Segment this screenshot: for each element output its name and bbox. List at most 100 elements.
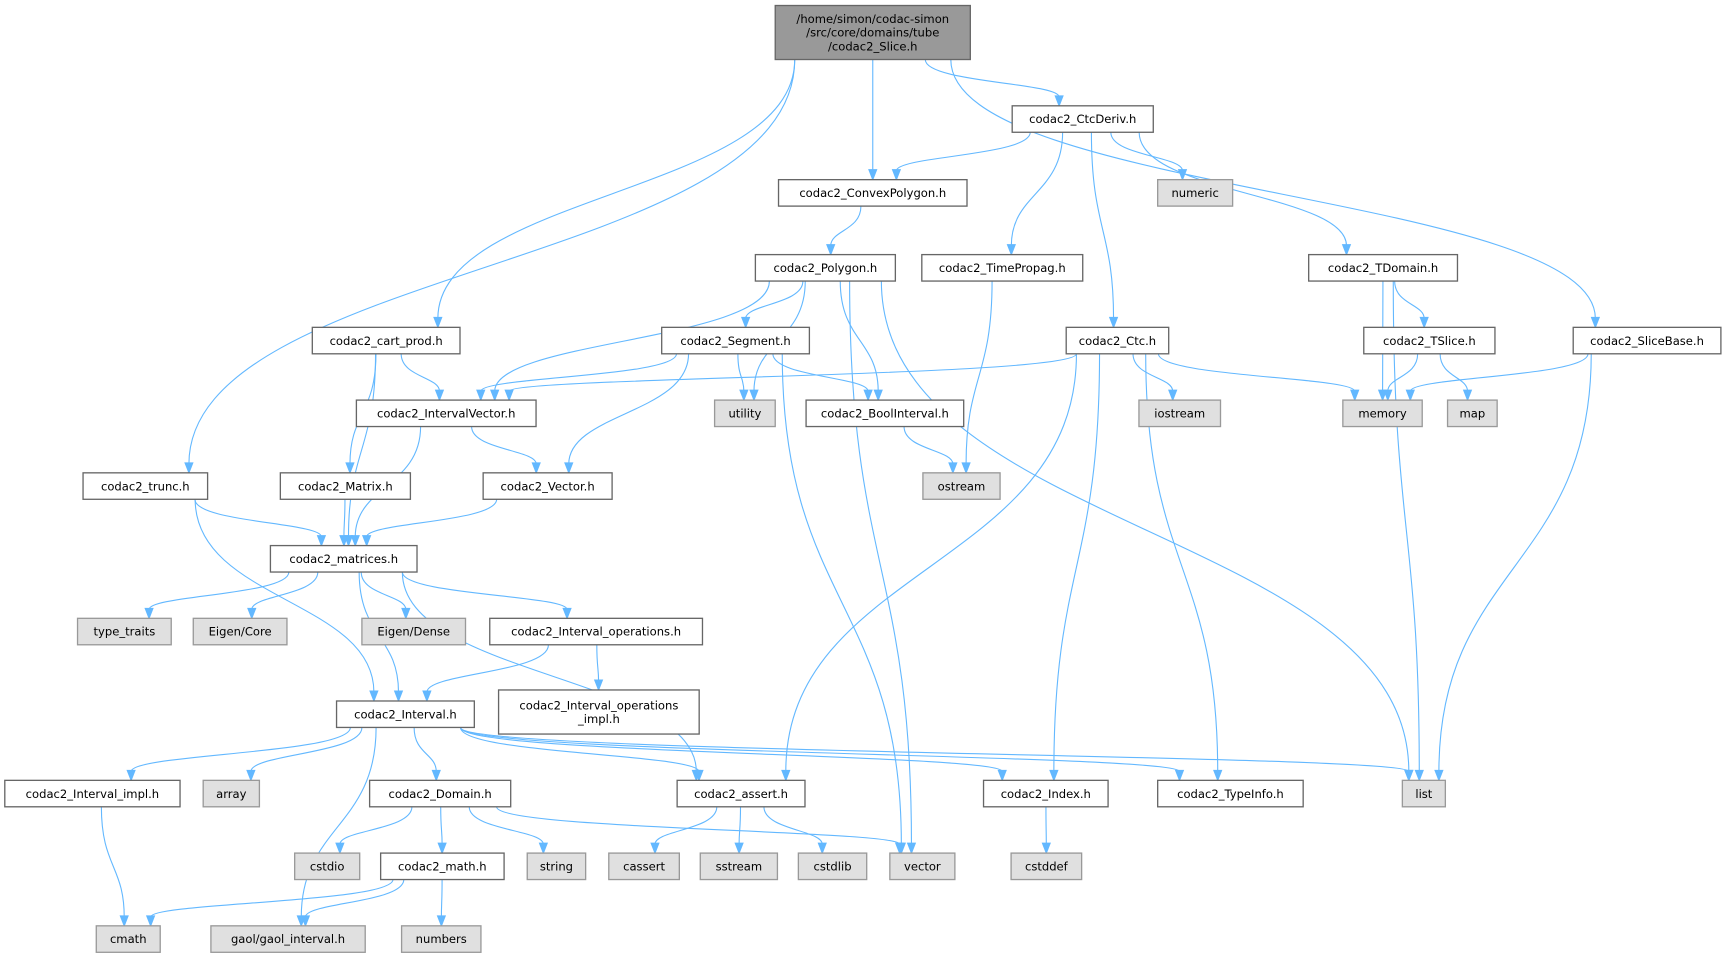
edge-arrowhead [868, 169, 878, 182]
edge-math-to-gaol [300, 879, 405, 928]
edge-arrowhead [126, 769, 136, 782]
node-cassert[interactable]: cassert [608, 852, 680, 881]
edge-line [508, 353, 1078, 392]
edge-arrowhead [145, 915, 156, 928]
node-intervalvector[interactable]: codac2_IntervalVector.h [355, 399, 537, 428]
node-array[interactable]: array [202, 779, 261, 808]
node-cmath[interactable]: cmath [95, 925, 161, 953]
node-box [699, 852, 779, 881]
node-vector[interactable]: codac2_Vector.h [482, 472, 613, 500]
node-cstdio[interactable]: cstdio [294, 852, 361, 881]
edge-arrowhead [339, 535, 349, 548]
node-intervalimpl[interactable]: codac2_Interval_impl.h [4, 779, 181, 808]
node-numbers[interactable]: numbers [400, 925, 482, 953]
edge-line [471, 426, 537, 465]
edge-arrowhead [694, 769, 704, 782]
edge-line [785, 353, 1078, 772]
node-matrices[interactable]: codac2_matrices.h [269, 544, 418, 573]
edge-arrowhead [335, 842, 345, 855]
edge-ctc-to-intervalvector [504, 353, 1078, 402]
node-box [361, 617, 467, 646]
node-label: string [540, 860, 573, 874]
edge-segment-to-boolinterval [772, 353, 873, 402]
edge-root-to-ctcderiv [924, 59, 1064, 108]
node-cstdlib[interactable]: cstdlib [797, 852, 868, 881]
node-box [608, 852, 680, 881]
node-ctc[interactable]: codac2_Ctc.h [1065, 326, 1170, 355]
edge-line [1387, 353, 1419, 392]
node-string[interactable]: string [526, 852, 587, 881]
node-eigendense[interactable]: Eigen/Dense [361, 617, 467, 646]
node-eigencore[interactable]: Eigen/Core [192, 617, 288, 646]
node-box [1401, 779, 1447, 808]
edge-line [413, 727, 437, 772]
edge-line [300, 727, 377, 918]
edge-ctc-to-iostream [1132, 353, 1178, 402]
node-domain[interactable]: codac2_Domain.h [368, 779, 512, 808]
node-tslice[interactable]: codac2_TSlice.h [1363, 326, 1496, 355]
node-box [1363, 326, 1496, 355]
edge-assert-to-sstream [734, 806, 744, 855]
node-cart_prod[interactable]: codac2_cart_prod.h [311, 326, 461, 355]
node-box [982, 779, 1109, 808]
node-slicebase[interactable]: codac2_SliceBase.h [1572, 326, 1722, 355]
node-label: memory [1358, 407, 1406, 421]
edge-arrowhead [316, 535, 327, 548]
node-boolinterval[interactable]: codac2_BoolInterval.h [805, 399, 965, 428]
node-box [400, 925, 482, 953]
node-box [777, 178, 968, 207]
node-index[interactable]: codac2_Index.h [982, 779, 1109, 808]
node-intervalops[interactable]: codac2_Interval_operations.h [489, 617, 704, 646]
node-label: /codac2_Slice.h [828, 39, 918, 53]
node-math[interactable]: codac2_math.h [379, 852, 505, 881]
node-ctcderiv[interactable]: codac2_CtcDeriv.h [1011, 105, 1154, 133]
edge-arrowhead [1054, 95, 1064, 108]
node-typeinfo[interactable]: codac2_TypeInfo.h [1157, 779, 1304, 808]
node-intervalopsimpl[interactable]: codac2_Interval_operations_impl.h [497, 689, 700, 735]
node-timepropag[interactable]: codac2_TimePropag.h [921, 253, 1084, 282]
node-box [368, 779, 512, 808]
node-convexpolygon[interactable]: codac2_ConvexPolygon.h [777, 178, 968, 207]
node-label: codac2_TimePropag.h [939, 261, 1066, 275]
edge-slicebase-to-list [1434, 353, 1592, 782]
node-gaol[interactable]: gaol/gaol_interval.h [210, 925, 366, 953]
node-ostream[interactable]: ostream [922, 472, 1001, 500]
node-memory[interactable]: memory [1342, 399, 1423, 428]
edge-timepropag-to-ostream [961, 281, 993, 475]
node-type_traits[interactable]: type_traits [76, 617, 172, 646]
edge-arrowhead [1041, 842, 1051, 855]
node-utility[interactable]: utility [713, 399, 776, 428]
edge-arrowhead [863, 389, 873, 402]
node-box [1572, 326, 1722, 355]
node-map[interactable]: map [1446, 399, 1498, 428]
node-iostream[interactable]: iostream [1138, 399, 1222, 428]
node-polygon[interactable]: codac2_Polygon.h [754, 253, 897, 282]
edge-line [150, 879, 394, 918]
node-segment[interactable]: codac2_Segment.h [661, 326, 811, 355]
edge-arrowhead [504, 389, 514, 402]
node-vector[interactable]: vector [889, 852, 956, 881]
node-trunc[interactable]: codac2_trunc.h [82, 472, 209, 500]
node-label: /src/core/domains/tube [806, 26, 939, 40]
node-label: cstdio [310, 860, 345, 874]
edge-arrowhead [437, 842, 447, 855]
node-numeric[interactable]: numeric [1157, 178, 1234, 207]
edge-line [1110, 132, 1184, 172]
edge-arrowhead [436, 915, 447, 928]
edge-ctc-to-typeinfo [1145, 353, 1223, 782]
edge-line [459, 726, 1003, 773]
edge-arrowhead [734, 842, 744, 855]
edge-ctcderiv-to-numeric [1110, 132, 1188, 182]
edge-line [188, 59, 796, 465]
node-sstream[interactable]: sstream [699, 852, 779, 881]
node-root[interactable]: /home/simon/codac-simon/src/core/domains… [774, 4, 971, 61]
node-box [202, 779, 261, 808]
edge-arrowhead [650, 842, 660, 855]
node-cstddef[interactable]: cstddef [1010, 852, 1083, 881]
node-tdomain[interactable]: codac2_TDomain.h [1308, 253, 1459, 282]
node-matrix[interactable]: codac2_Matrix.h [279, 472, 412, 500]
node-assert[interactable]: codac2_assert.h [676, 779, 806, 808]
node-list[interactable]: list [1401, 779, 1447, 808]
node-interval[interactable]: codac2_Interval.h [335, 700, 475, 729]
edge-arrowhead [1419, 316, 1429, 329]
